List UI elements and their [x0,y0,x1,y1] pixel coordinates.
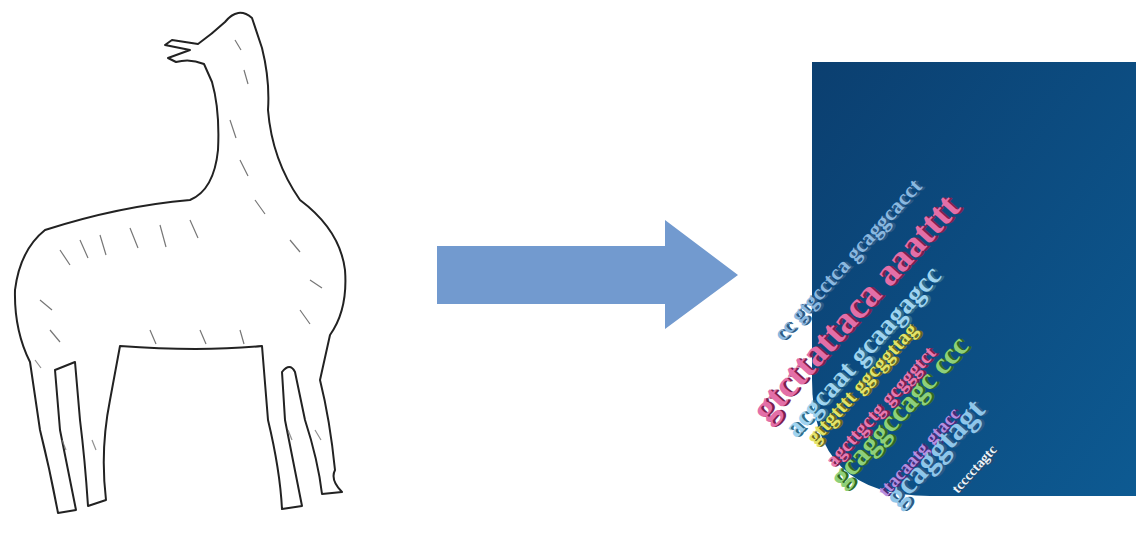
llama-shading [35,40,322,450]
llama-sketch [15,13,345,513]
process-arrow [437,220,738,329]
